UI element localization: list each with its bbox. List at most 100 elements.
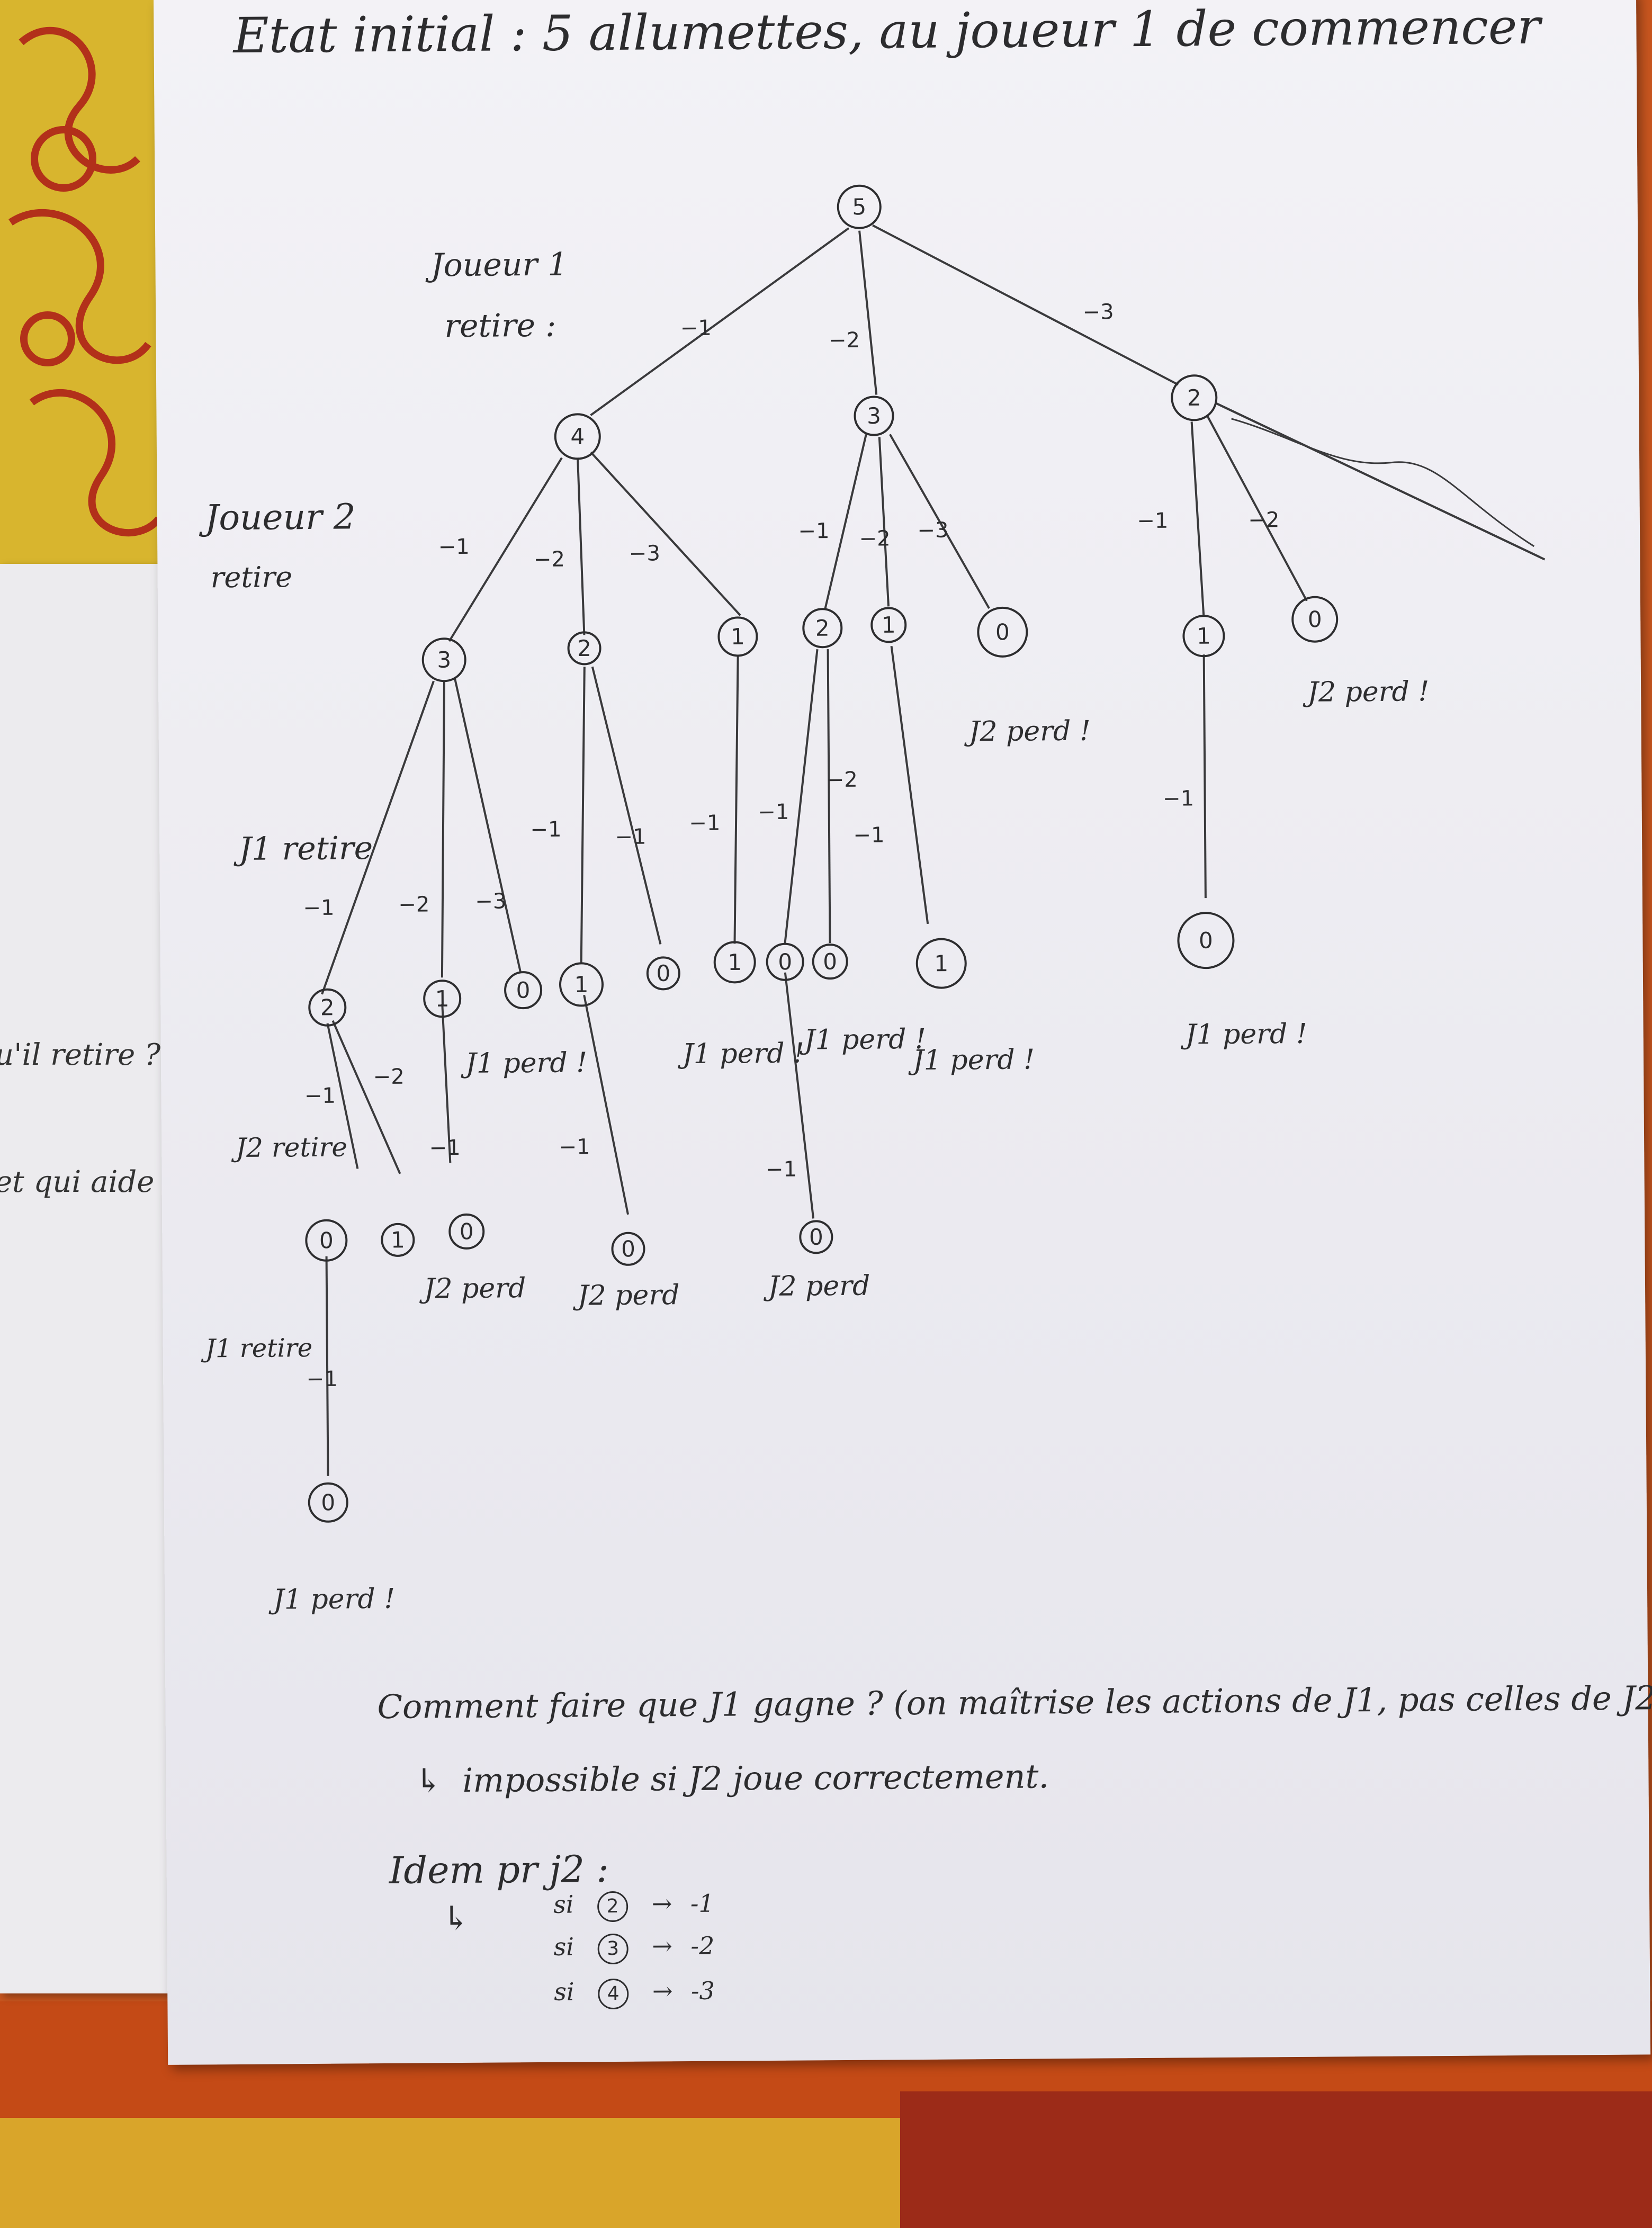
side-text-1: u'il retire ? (0, 1038, 161, 1072)
node-2-1: 1 (1182, 615, 1225, 658)
node-label: 0 (1199, 928, 1213, 954)
node-label: 0 (516, 977, 531, 1003)
leaf-label: J2 perd ! (1303, 676, 1430, 708)
paper-sheet: Etat initial : 5 allumettes, au joueur 1… (154, 0, 1652, 2065)
node-4-3-2: 2 (308, 988, 347, 1027)
rule-arrow: → (652, 1977, 673, 2006)
rule-node: 2 (597, 1891, 629, 1922)
edge-labels: −1 −2 −3 −1 −2 −3 −1 −2 −3 −1 −2 −1 −2 −… (303, 300, 1279, 1391)
rule-node: 4 (598, 1978, 629, 2010)
rule-node: 3 (597, 1933, 629, 1965)
node-label: 4 (570, 424, 585, 450)
edge-label: −2 (534, 547, 565, 572)
node-3-0: 0 (977, 606, 1028, 658)
edge-label: −2 (827, 768, 858, 792)
side-text-2: et qui aide (0, 1165, 155, 1199)
node-label: 0 (656, 960, 670, 986)
node-label: 3 (437, 647, 451, 673)
node-4-1-0: 1 (713, 941, 756, 984)
edge-label: −1 (530, 817, 561, 842)
rule-action: -2 (690, 1931, 715, 1961)
edge-label: −3 (475, 889, 506, 913)
node-label: 1 (728, 949, 742, 975)
node-label: 0 (319, 1227, 334, 1253)
edge-label: −1 (303, 896, 334, 920)
leaf-label: J2 perd (573, 1279, 680, 1311)
rule-row-3: si 4 → -3 (554, 1977, 715, 2010)
node-4: 4 (554, 413, 601, 460)
edge-label: −2 (1248, 508, 1279, 532)
edge-label: −1 (766, 1157, 797, 1182)
node-label: 2 (815, 615, 830, 641)
edge-label: −3 (1083, 300, 1114, 324)
rule-row-2: si 3 → -2 (553, 1931, 714, 1965)
node-4-2-0: 0 (646, 956, 680, 991)
node-3: 3 (854, 396, 894, 436)
node-2: 2 (1171, 374, 1218, 421)
edge-label: −1 (615, 825, 646, 849)
leaf-label: J1 perd ! (799, 1023, 926, 1056)
edge-label: −2 (859, 526, 890, 551)
node-2-1-0: 0 (1177, 912, 1235, 969)
answer-arrow: ↳ (415, 1761, 443, 1800)
leaf-label: J2 perd ! (964, 715, 1091, 748)
edge-label: −2 (373, 1065, 405, 1089)
node-label: 1 (391, 1227, 405, 1253)
rule-arrow: → (652, 1931, 672, 1961)
node-3-1: 1 (870, 607, 907, 643)
node-2-0: 0 (1291, 596, 1339, 643)
node-4-3-1-0: 0 (448, 1213, 485, 1250)
node-4-2-1: 1 (559, 962, 604, 1007)
edge-label: −2 (829, 328, 860, 353)
leaf-label: J1 perd ! (268, 1583, 396, 1616)
edge-label: −1 (1137, 509, 1168, 533)
node-label: 2 (1187, 385, 1201, 411)
node-label: 1 (435, 986, 450, 1012)
edge-label: −1 (304, 1084, 336, 1108)
node-label: 5 (852, 194, 866, 220)
node-3-2-1-0: 0 (799, 1220, 833, 1254)
node-label: 1 (731, 624, 745, 650)
rule-cond: si (553, 1890, 574, 1919)
rule-arrow: → (651, 1889, 672, 1918)
leaf-label: J1 perd ! (461, 1047, 588, 1080)
node-4-3: 3 (421, 637, 466, 682)
node-label: 3 (867, 403, 881, 429)
tree-nodes: 5 4 3 2 3 2 1 2 1 0 1 0 2 1 0 1 0 1 0 0 … (305, 184, 1339, 1523)
rule-action: -3 (690, 1976, 715, 2006)
node-leaf-bottom: 0 (308, 1482, 348, 1523)
node-label: 0 (1308, 606, 1322, 632)
node-label: 0 (460, 1218, 474, 1244)
edge-label: −1 (307, 1367, 338, 1391)
node-label: 0 (995, 619, 1010, 645)
edge-label: −1 (853, 823, 884, 847)
leaf-label: J1 perd ! (908, 1044, 1035, 1076)
node-4-1: 1 (717, 616, 758, 657)
node-4-2-1-0: 0 (611, 1232, 645, 1266)
edge-label: −2 (398, 892, 429, 917)
node-label: 0 (823, 949, 837, 975)
edge-label: −1 (429, 1136, 461, 1160)
game-tree: −1 −2 −3 −1 −2 −3 −1 −2 −3 −1 −2 −1 −2 −… (268, 184, 1546, 1616)
node-4-3-2-1: 0 (305, 1219, 348, 1262)
rule-cond: si (553, 1932, 574, 1961)
leaf-label: J1 perd ! (678, 1037, 805, 1070)
rule-row-1: si 2 → -1 (553, 1889, 714, 1922)
side-sheet: u'il retire ? et qui aide (0, 564, 175, 1993)
node-4-2: 2 (567, 631, 601, 666)
edge-label: −1 (758, 800, 789, 824)
rule-action: -1 (690, 1889, 714, 1918)
node-4-3-0: 0 (504, 971, 543, 1010)
node-label: 1 (934, 950, 948, 976)
node-label: 2 (577, 635, 591, 661)
rule-cond: si (554, 1977, 574, 2006)
node-label: 0 (778, 949, 792, 975)
node-label: 2 (320, 994, 335, 1020)
node-3-2: 2 (802, 608, 843, 649)
node-3-2-0: 0 (812, 944, 848, 980)
idem: Idem pr j2 : (389, 1847, 609, 1892)
leaf-label: J1 perd ! (1180, 1018, 1307, 1051)
edge-label: −1 (559, 1135, 590, 1159)
rules-arrow: ↳ (442, 1898, 470, 1938)
edge-label: −3 (917, 518, 948, 543)
